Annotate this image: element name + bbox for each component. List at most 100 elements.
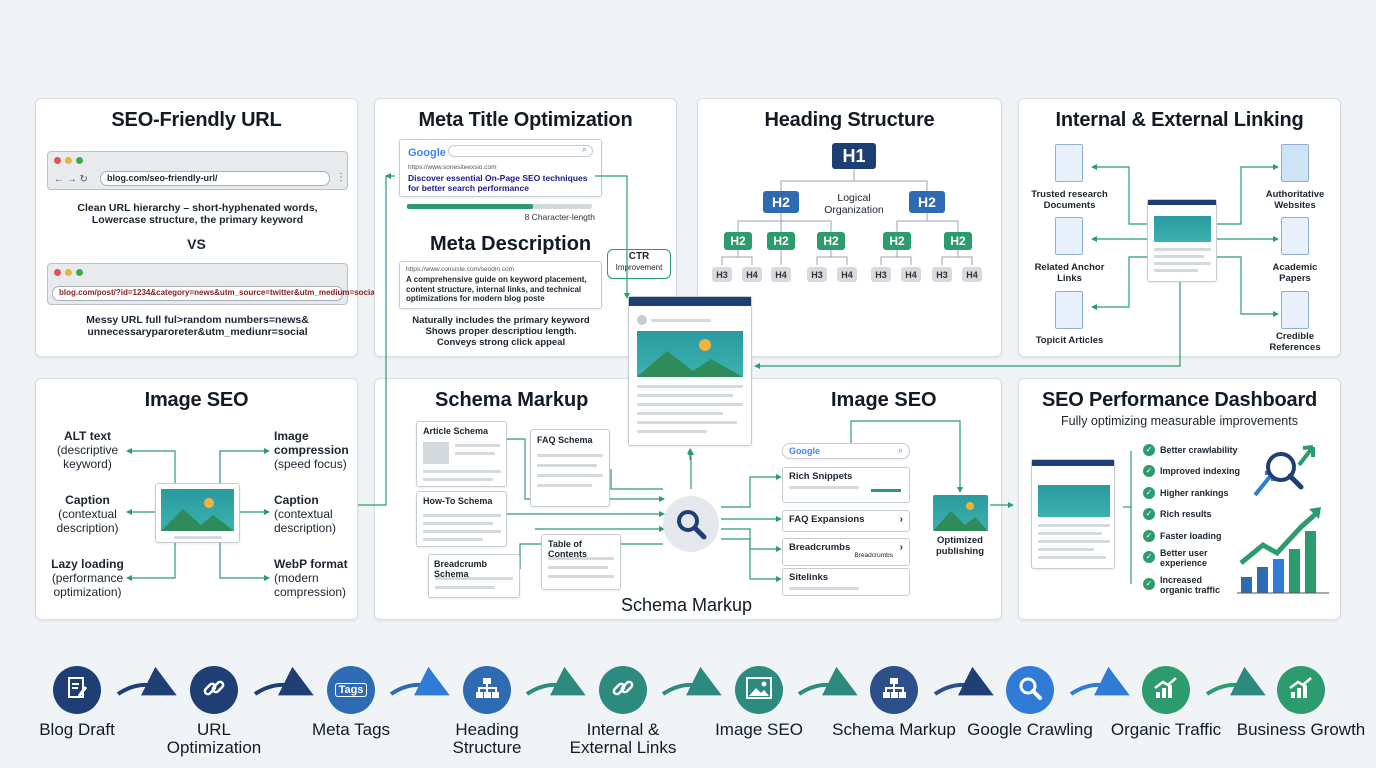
result-label: Breadcrumbs: [789, 542, 851, 553]
step-label: Blog Draft: [39, 720, 115, 739]
h4-node: H3: [932, 267, 952, 282]
image-item-title: Caption: [65, 493, 110, 507]
step-blog-draft[interactable]: [53, 666, 101, 714]
check-icon: ✓: [1143, 444, 1155, 456]
schema-card-label: How-To Schema: [423, 496, 493, 506]
breadcrumbs-result[interactable]: Breadcrumbs Breadcrumbs ›: [782, 538, 910, 566]
panel-seo-friendly-url: SEO-Friendly URL ← → ↻ blog.com/seo-frie…: [35, 98, 377, 357]
step-label: Business Growth: [1236, 720, 1366, 739]
step-label: Heading Structure: [452, 720, 522, 757]
growth-chart-icon: [1153, 676, 1179, 705]
nav-arrows-icon: ← → ↻: [54, 174, 88, 185]
breadcrumb-sub: Breadcrumbs: [854, 552, 893, 559]
document-icon: [1055, 144, 1083, 182]
page-hero-image: [1154, 216, 1211, 242]
heading-tree-lines: [721, 169, 973, 265]
image-item-title: ALT text: [63, 429, 112, 443]
document-icon: [1055, 217, 1083, 255]
h4-node: H4: [962, 267, 982, 282]
step-business-growth[interactable]: [1277, 666, 1325, 714]
bad-url-field[interactable]: blog.com/post/?id=1234&category=news&utm…: [52, 286, 377, 301]
central-blog-page: [628, 296, 752, 446]
result-label: Sitelinks: [789, 572, 829, 583]
minimize-dot: [65, 157, 72, 164]
growth-chart-icon: [1237, 503, 1329, 595]
serp-title[interactable]: Discover essential On-Page SEO technique…: [408, 173, 588, 193]
rich-snippets-result[interactable]: Rich Snippets: [782, 467, 910, 503]
improvement-item: Rich results: [1160, 509, 1212, 519]
menu-icon[interactable]: ⋮: [336, 172, 346, 183]
link-left-label: Trusted research Documents: [1031, 189, 1108, 211]
growth-chart-icon: [1288, 676, 1314, 705]
step-image-seo[interactable]: [735, 666, 783, 714]
image-seo-arrows: [126, 448, 270, 581]
improvement-item: Improved indexing: [1160, 466, 1241, 476]
h3-node: H2: [724, 232, 752, 250]
step-label: Image SEO: [715, 720, 803, 739]
panel-image-seo: Image SEO ALT text (descriptive keyword): [35, 378, 358, 620]
image-icon: [637, 331, 743, 377]
sitelinks-result[interactable]: Sitelinks: [782, 568, 910, 596]
step-google-crawling[interactable]: [1006, 666, 1054, 714]
faq-schema-card: FAQ Schema: [530, 429, 610, 507]
link-icon: [202, 676, 226, 705]
good-url-field[interactable]: blog.com/seo-friendly-url/: [100, 171, 330, 186]
panel-title: Schema Markup: [435, 389, 589, 411]
h4-node: H3: [871, 267, 891, 282]
faq-expansions-result[interactable]: FAQ Expansions ›: [782, 510, 910, 532]
meta-description-title: Meta Description: [430, 233, 592, 255]
check-icon: ✓: [1143, 578, 1155, 590]
image-item-title: Image compression: [274, 429, 349, 457]
step-meta-tags[interactable]: Tags: [327, 666, 375, 714]
h4-node: H3: [807, 267, 827, 282]
search-magnifier[interactable]: [663, 496, 719, 552]
schema-card-label: Breadcrumb Schema: [434, 559, 488, 579]
step-label: Organic Traffic: [1110, 720, 1222, 739]
page-hero-image: [1038, 485, 1110, 517]
image-item-title: WebP format: [274, 557, 348, 571]
hierarchy-icon: [475, 676, 499, 705]
step-internal-external-links[interactable]: [599, 666, 647, 714]
search-icon: [673, 506, 709, 542]
ctr-badge: CTR Improvement: [607, 249, 671, 279]
search-icon: ⌕: [582, 144, 588, 154]
search-icon: [1017, 675, 1043, 706]
image-item-sub: (descriptive keyword): [56, 443, 119, 471]
check-icon: ✓: [1143, 508, 1155, 520]
h2-node: H2: [763, 191, 799, 213]
h4-node: H4: [771, 267, 791, 282]
chevron-right-icon: ›: [899, 514, 903, 525]
schema-flow-lines: [505, 420, 963, 582]
search-icon: ⌕: [897, 445, 903, 455]
image-icon: [746, 676, 772, 704]
panel-subtitle: Fully optimizing measurable improvements: [1061, 414, 1298, 428]
checklist-connector: [1123, 451, 1132, 584]
minimize-dot: [65, 269, 72, 276]
panel-title: Internal & External Linking: [1055, 109, 1304, 131]
step-url-optimization[interactable]: [190, 666, 238, 714]
google-search-bar[interactable]: Google ⌕: [782, 443, 910, 459]
serp-search-bar[interactable]: [448, 145, 593, 157]
meta-description-card: https://www.consiste.com/seodin.com A co…: [399, 261, 602, 309]
h4-node: H4: [742, 267, 762, 282]
link-right-label: Academic Papers: [1272, 262, 1318, 284]
desc-url: https://www.consiste.com/seodin.com: [406, 266, 515, 273]
h4-node: H3: [712, 267, 732, 282]
h3-node: H2: [817, 232, 845, 250]
panel-title: Heading Structure: [764, 109, 935, 131]
howto-schema-card: How-To Schema: [416, 491, 507, 547]
step-schema-markup[interactable]: [870, 666, 918, 714]
step-label: Schema Markup: [832, 720, 956, 739]
step-organic-traffic[interactable]: [1142, 666, 1190, 714]
step-label: Google Crawling: [967, 720, 1093, 739]
link-left-label: Topicit Articles: [1035, 335, 1104, 346]
image-preview-card: [155, 483, 240, 543]
panel-title: Meta Title Optimization: [418, 109, 633, 131]
toc-schema-card: Table of Contents: [541, 534, 621, 590]
good-url-description: Clean URL hierarchy – short-hyphenated w…: [77, 202, 318, 226]
serp-preview-card: Google ⌕ https://www.sonesiteexsio.com D…: [399, 139, 602, 197]
improvement-item: Faster loading: [1160, 531, 1222, 541]
step-heading-structure[interactable]: [463, 666, 511, 714]
bad-url-text: blog.com/post/?id=1234&category=news&utm…: [59, 288, 377, 297]
